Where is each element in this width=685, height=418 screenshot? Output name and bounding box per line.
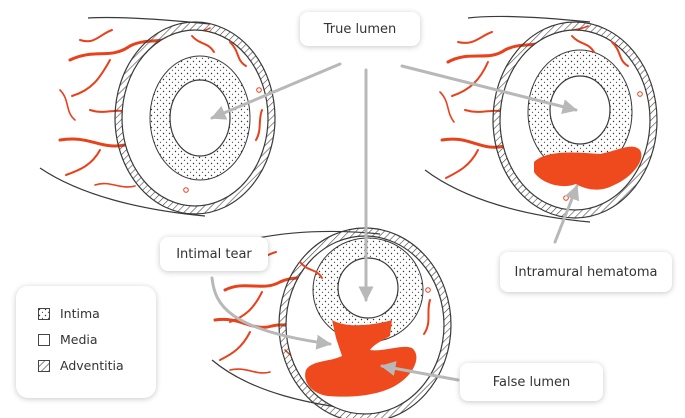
legend-item-intima: Intima [38, 306, 100, 321]
pointer-arrows [210, 62, 580, 382]
arrow-intimal-tear [210, 276, 332, 350]
vessel-intramural-hematoma [424, 15, 658, 223]
arrow-true-lumen-right [400, 64, 578, 114]
label-intimal-tear: Intimal tear [160, 237, 268, 271]
vessel-normal [39, 16, 276, 217]
label-true-lumen: True lumen [300, 12, 420, 46]
intramural-hematoma-text: Intramural hematoma [514, 264, 658, 280]
legend-label-media: Media [60, 332, 98, 347]
arrow-intramural-hematoma [553, 184, 580, 244]
dots-swatch-icon [38, 307, 50, 320]
intimal-tear-text: Intimal tear [176, 246, 252, 262]
label-false-lumen: False lumen [460, 363, 603, 401]
legend-item-adventitia: Adventitia [38, 358, 124, 373]
label-intramural-hematoma: Intramural hematoma [500, 252, 672, 292]
hatch-swatch-icon [38, 359, 50, 372]
blank-swatch-icon [38, 333, 50, 346]
arrow-true-lumen-left [210, 62, 342, 120]
arrow-false-lumen [380, 361, 460, 382]
true-lumen-text: True lumen [323, 21, 397, 37]
legend-item-media: Media [38, 332, 98, 347]
legend-label-intima: Intima [60, 306, 100, 321]
legend-label-adventitia: Adventitia [60, 358, 124, 373]
legend: Intima Media Adventitia [16, 286, 156, 398]
false-lumen-text: False lumen [492, 374, 571, 390]
